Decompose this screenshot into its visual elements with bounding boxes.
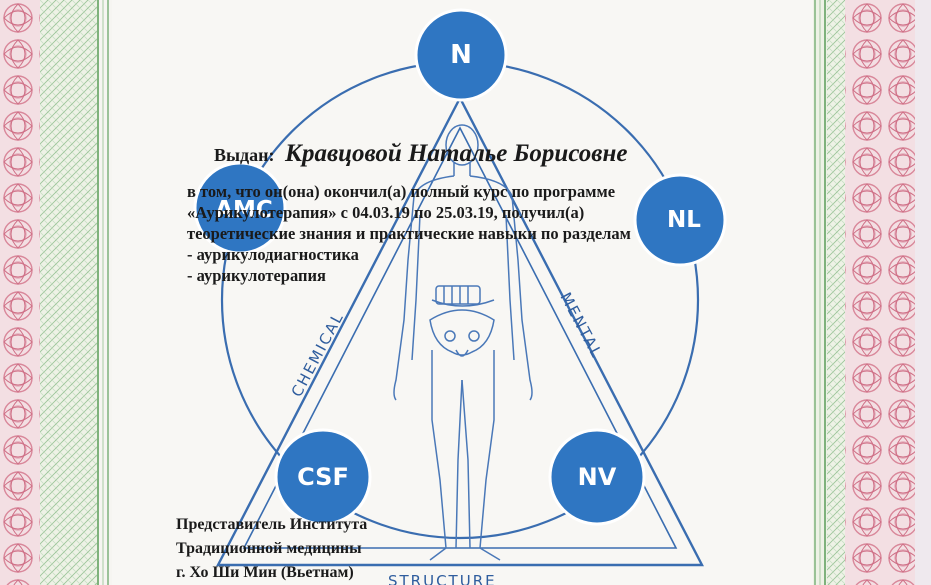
representative-line: г. Хо Ши Мин (Вьетнам) <box>176 564 354 581</box>
right-security-border <box>813 0 931 585</box>
node-left-lower: CSF <box>274 428 372 526</box>
body-line: теоретические знания и практические навы… <box>187 224 631 243</box>
representative-block: Представитель Института Традиционной мед… <box>176 513 496 585</box>
node-left-upper-label: AMC <box>215 197 273 223</box>
side-label-right: MENTAL <box>556 289 606 361</box>
side-label-bottom: STRUCTURE <box>388 572 497 585</box>
representative-line: Традиционной медицины <box>176 540 362 557</box>
body-line: - аурикулодиагностика <box>187 245 359 264</box>
issued-to-line: Выдан: Кравцовой Наталье Борисовне <box>214 140 774 168</box>
node-left-upper: AMC <box>193 161 287 255</box>
issued-label: Выдан: <box>214 145 275 165</box>
representative-line: Представитель Института <box>176 516 368 533</box>
node-left-lower-label: CSF <box>297 463 349 491</box>
certificate-body: в том, что он(она) окончил(а) полный кур… <box>187 181 807 286</box>
body-line: в том, что он(она) окончил(а) полный кур… <box>187 182 616 201</box>
node-top-label: N <box>450 40 472 70</box>
node-right-upper-label: NL <box>667 207 701 233</box>
side-label-left: CHEMICAL <box>288 309 348 400</box>
node-right-lower: NV <box>548 428 646 526</box>
node-top: N <box>414 8 508 102</box>
body-line: «Аурикулотерапия» с 04.03.19 по 25.03.19… <box>187 203 585 222</box>
human-figure-outline <box>393 124 533 561</box>
node-right-lower-label: NV <box>578 463 617 491</box>
recipient-name: Кравцовой Наталье Борисовне <box>285 140 628 167</box>
left-security-border <box>0 0 109 585</box>
emblem-triangle <box>216 95 704 567</box>
node-right-upper: NL <box>633 173 727 267</box>
body-line: - аурикулотерапия <box>187 266 326 285</box>
